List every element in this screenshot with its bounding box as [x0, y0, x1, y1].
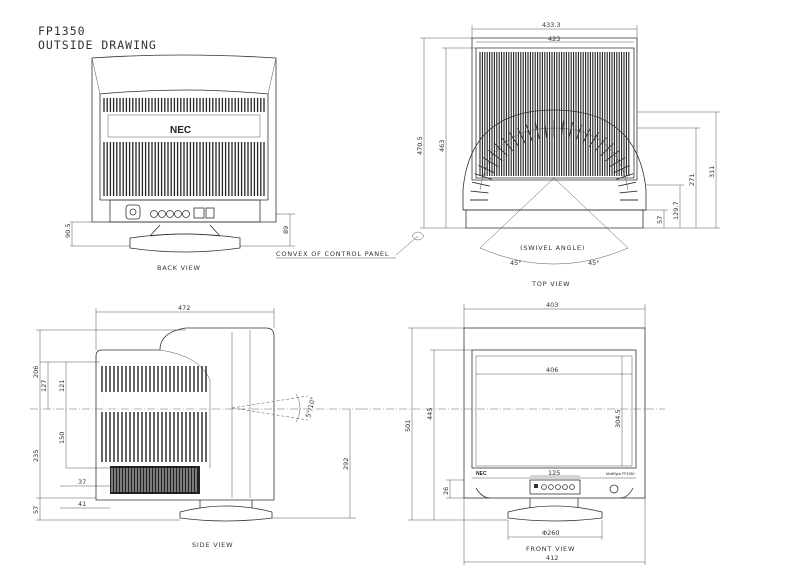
convex-callout: CONVEX OF CONTROL PANEL — [276, 231, 425, 259]
back-dim-right: 89 — [282, 226, 290, 234]
side-view: 472 206 127 121 150 235 57 37 41 5°/10° … — [30, 304, 360, 549]
back-view-label: BACK VIEW — [157, 264, 201, 272]
top-dim-inner-height: 463 — [438, 140, 446, 152]
drawing-subtitle: OUTSIDE DRAWING — [38, 38, 157, 52]
side-vent-grille-bottom — [101, 412, 207, 462]
side-dim-150: 150 — [58, 432, 66, 444]
side-dim-235: 235 — [32, 450, 40, 462]
front-dim-501: 501 — [404, 420, 412, 432]
side-dim-tilt: 5°/10° — [304, 396, 317, 418]
side-dim-292: 292 — [342, 458, 350, 470]
front-dim-445: 445 — [426, 408, 434, 420]
swivel-angle-label: (SWIVEL ANGLE) — [520, 244, 585, 252]
back-dim-left: 90.5 — [64, 224, 72, 238]
top-dim-height: 470.5 — [416, 136, 424, 155]
front-power-button — [609, 484, 619, 494]
side-vent-block — [110, 466, 200, 494]
front-control-panel — [529, 479, 581, 495]
front-dim-26: 26 — [442, 487, 450, 495]
swivel-left-angle: 45° — [510, 259, 522, 267]
model-title: FP1350 — [38, 24, 86, 38]
side-dim-41: 41 — [78, 500, 86, 508]
top-vent-grille — [479, 52, 630, 176]
front-dim-base: Φ260 — [542, 529, 560, 537]
side-vent-grille-top — [101, 366, 207, 392]
side-dim-127: 127 — [40, 380, 48, 392]
back-view: NEC 90.5 89 BACK VIEW — [64, 54, 295, 272]
side-dim-57: 57 — [32, 506, 40, 514]
front-control-buttons — [534, 484, 575, 490]
convex-control-panel-label: CONVEX OF CONTROL PANEL — [276, 250, 389, 258]
side-dim-37: 37 — [78, 478, 86, 486]
front-view: NEC MultiSync FP1350 403 501 445 406 304… — [360, 301, 665, 565]
top-dim-311: 311 — [708, 166, 716, 178]
front-model-name: MultiSync FP1350 — [606, 472, 634, 476]
front-dim-bottom-width: 412 — [546, 554, 558, 562]
back-vent-grille-bottom — [103, 142, 265, 196]
top-view-label: TOP VIEW — [531, 280, 570, 288]
side-dim-206: 206 — [32, 366, 40, 378]
front-dim-top-width: 403 — [546, 301, 558, 309]
side-dim-width: 472 — [178, 304, 190, 312]
front-dim-screen-height: 304.5 — [614, 409, 622, 428]
back-connectors — [150, 207, 215, 219]
side-view-label: SIDE VIEW — [192, 541, 233, 549]
top-dim-inner-width: 423 — [548, 35, 560, 43]
top-rear-fan-vents — [470, 120, 638, 201]
top-dim-271: 271 — [688, 174, 696, 186]
front-brand-logo: NEC — [476, 471, 487, 477]
top-view: (SWIVEL ANGLE) 45° 45° 433.3 423 470.5 4… — [416, 21, 720, 288]
back-vent-grille-top — [103, 98, 265, 112]
top-dim-57: 57 — [656, 216, 664, 224]
power-inlet-icon — [129, 208, 137, 216]
top-dim-outer-width: 433.3 — [542, 21, 561, 29]
top-dim-129: 129.7 — [672, 201, 680, 220]
front-view-label: FRONT VIEW — [526, 545, 575, 553]
front-dim-screen-width: 406 — [546, 366, 558, 374]
back-brand-logo: NEC — [170, 125, 191, 136]
side-dim-121: 121 — [58, 380, 66, 392]
swivel-right-angle: 45° — [588, 259, 600, 267]
front-dim-panel-width: 125 — [548, 469, 560, 477]
